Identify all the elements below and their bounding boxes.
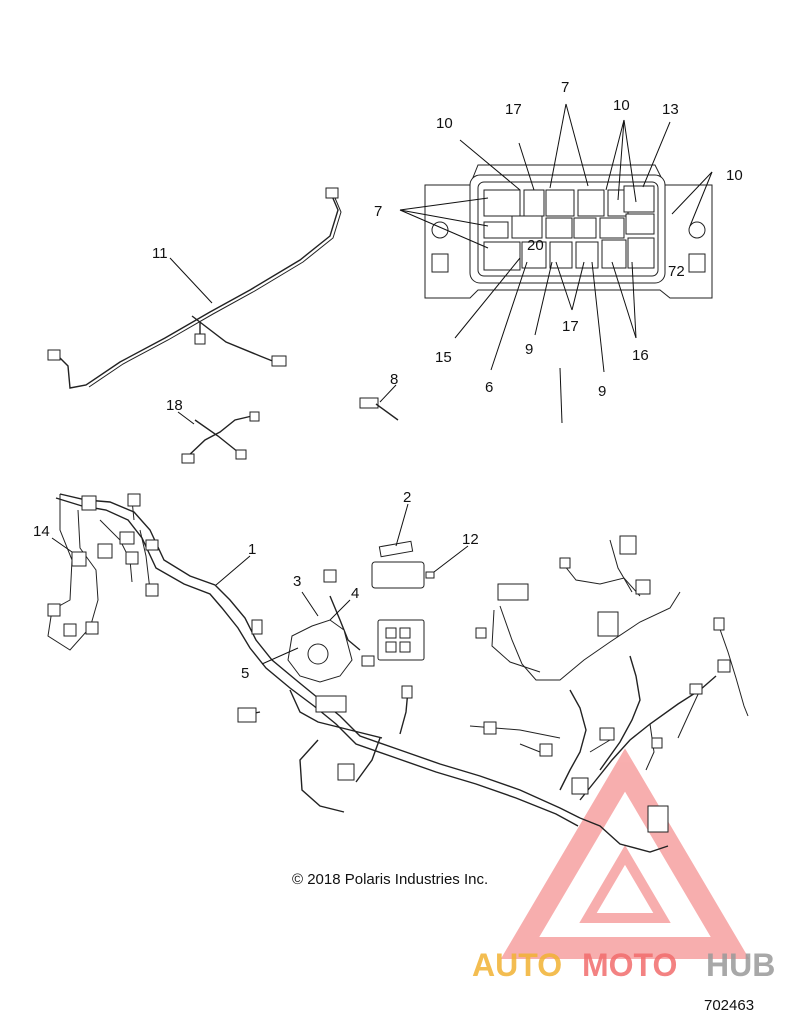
main-harness-leaders (51, 503, 469, 665)
watermark-text-hub: HUB (706, 947, 775, 983)
main-harness (47, 493, 749, 853)
callout-7-top: 7 (561, 79, 569, 96)
watermark-text: AUTO MOTO HUB (472, 947, 775, 983)
callout-1: 1 (248, 541, 256, 558)
watermark-text-moto: MOTO (582, 947, 677, 983)
callout-8: 8 (390, 371, 398, 388)
document-number: 702463 (704, 997, 754, 1014)
callout-6: 6 (485, 379, 493, 396)
harness-11 (47, 187, 342, 389)
callout-10-top-left: 10 (436, 115, 453, 132)
callout-2: 2 (403, 489, 411, 506)
watermark-logo (500, 748, 750, 959)
callout-10-right: 10 (726, 167, 743, 184)
callout-15: 15 (435, 349, 452, 366)
box-mark-label: 72 (668, 263, 685, 280)
callout-13: 13 (662, 101, 679, 118)
fuse-box-leaders (399, 103, 713, 424)
callout-12: 12 (462, 531, 479, 548)
fuse-rating-label: 20 (527, 237, 544, 254)
copyright-notice: © 2018 Polaris Industries Inc. (292, 871, 488, 888)
callout-5: 5 (241, 665, 249, 682)
callout-7-left: 7 (374, 203, 382, 220)
fuse-box: 20 72 (424, 164, 713, 299)
harness-18 (177, 411, 260, 464)
callout-16: 16 (632, 347, 649, 364)
callout-4: 4 (351, 585, 359, 602)
callout-labels: 7 10 17 13 10 10 7 11 17 9 15 16 8 6 9 1… (33, 79, 743, 682)
callout-17-bottom: 17 (562, 318, 579, 335)
callout-9-left: 9 (525, 341, 533, 358)
callout-18: 18 (166, 397, 183, 414)
watermark-text-auto: AUTO (472, 947, 562, 983)
callout-9-right: 9 (598, 383, 606, 400)
callout-14: 14 (33, 523, 50, 540)
part-8-clip (359, 384, 399, 421)
callout-17-top: 17 (505, 101, 522, 118)
callout-11: 11 (152, 245, 168, 262)
callout-3: 3 (293, 573, 301, 590)
callout-10-top-right: 10 (613, 97, 630, 114)
